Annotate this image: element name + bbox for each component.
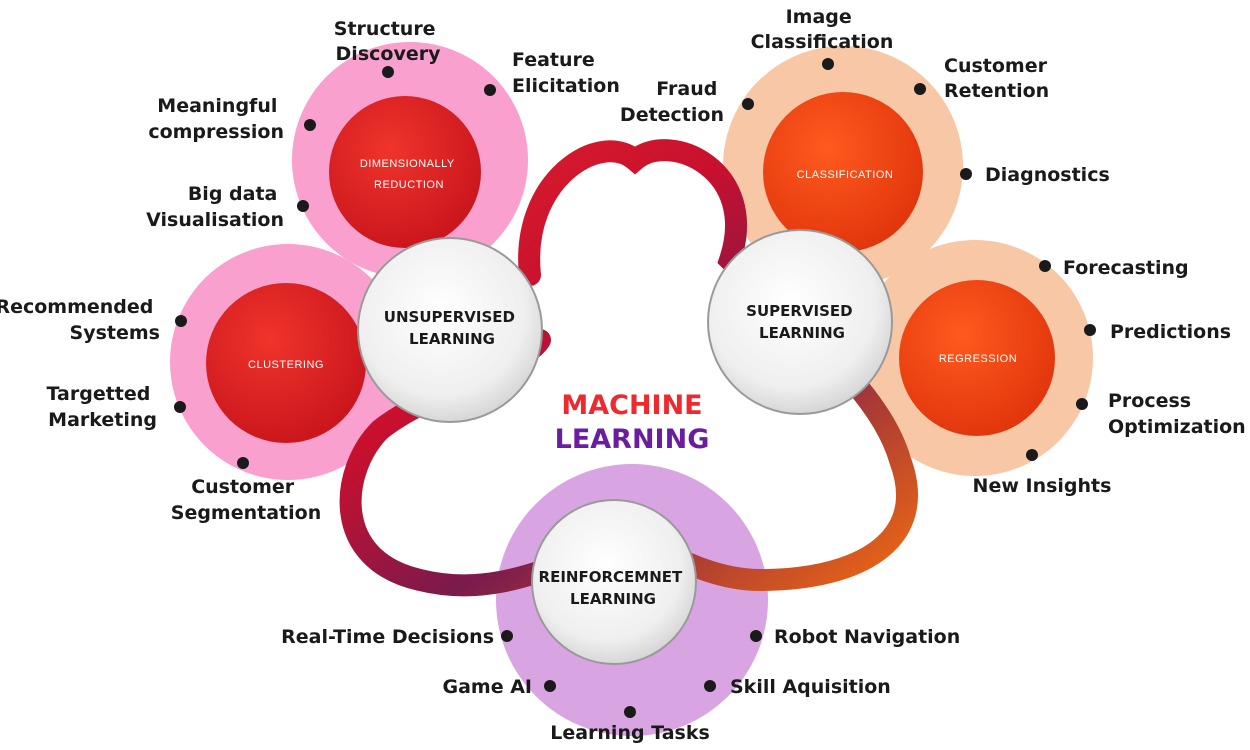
app-process-optimization: Process Optimization: [1108, 390, 1246, 438]
supervised-hub: [707, 229, 893, 415]
app-recommended-systems: Recommended Systems: [0, 296, 160, 344]
dot-learning-tasks: [624, 706, 636, 718]
dot-forecasting: [1039, 260, 1051, 272]
app-customer-segmentation: Customer Segmentation: [171, 476, 321, 524]
app-big-data-visualisation: Big data Visualisation: [146, 183, 284, 231]
dot-new-insights: [1026, 449, 1038, 461]
classification-label: CLASSIFICATION: [797, 169, 894, 181]
connector-dots: [174, 58, 1096, 718]
supervised-hub-label: SUPERVISED LEARNING: [746, 302, 858, 342]
dot-game-ai: [544, 680, 556, 692]
center-title-top: MACHINE: [561, 390, 702, 421]
dimensionally-reduction-core: [329, 96, 481, 248]
center-title-bottom: LEARNING: [555, 424, 710, 455]
dot-customer-retention: [914, 83, 926, 95]
classification-core: [763, 92, 923, 252]
app-predictions: Predictions: [1110, 321, 1231, 343]
dot-fraud-detection: [742, 98, 754, 110]
app-structure-discovery: Structure Discovery: [334, 18, 442, 65]
app-learning-tasks: Learning Tasks: [550, 722, 710, 744]
dot-recommended-systems: [175, 315, 187, 327]
app-targetted-marketing: Targetted Marketing: [47, 383, 157, 431]
dot-targetted-marketing: [174, 401, 186, 413]
dot-diagnostics: [960, 168, 972, 180]
app-robot-navigation: Robot Navigation: [774, 626, 960, 648]
app-real-time-decisions: Real-Time Decisions: [281, 626, 494, 648]
dot-process-optimization: [1076, 398, 1088, 410]
regression-label: REGRESSION: [939, 353, 1017, 365]
connecting-band: [339, 139, 918, 597]
app-game-ai: Game AI: [443, 676, 533, 698]
app-meaningful-compression: Meaningful compression: [148, 95, 284, 143]
clustering-core: [206, 283, 366, 443]
dot-skill-aquisition: [704, 680, 716, 692]
app-image-classification: Image Classification: [751, 6, 894, 53]
dot-structure-discovery: [382, 66, 394, 78]
app-fraud-detection: Fraud Detection: [620, 78, 724, 126]
app-new-insights: New Insights: [973, 475, 1112, 497]
dot-robot-navigation: [750, 630, 762, 642]
app-forecasting: Forecasting: [1063, 257, 1189, 279]
unsupervised-hub: [357, 237, 543, 423]
clustering-label: CLUSTERING: [248, 359, 324, 371]
app-customer-retention: Customer Retention: [944, 55, 1054, 102]
dot-big-data-visualisation: [297, 200, 309, 212]
dot-meaningful-compression: [304, 119, 316, 131]
app-diagnostics: Diagnostics: [985, 164, 1110, 186]
unsupervised-hub-label: UNSUPERVISED LEARNING: [384, 308, 520, 348]
dimensionally-reduction-label: DIMENSIONALLY REDUCTION: [360, 158, 458, 191]
dot-image-classification: [822, 58, 834, 70]
dot-customer-segmentation: [237, 457, 249, 469]
app-feature-elicitation: Feature Elicitation: [512, 49, 620, 97]
dot-predictions: [1084, 324, 1096, 336]
reinforcement-hub: [531, 499, 697, 665]
dot-feature-elicitation: [484, 84, 496, 96]
reinforcement-hub-label: REINFORCEMNET LEARNING: [539, 568, 688, 608]
regression-core: [899, 280, 1055, 436]
dot-real-time-decisions: [501, 630, 513, 642]
app-skill-aquisition: Skill Aquisition: [730, 676, 891, 698]
